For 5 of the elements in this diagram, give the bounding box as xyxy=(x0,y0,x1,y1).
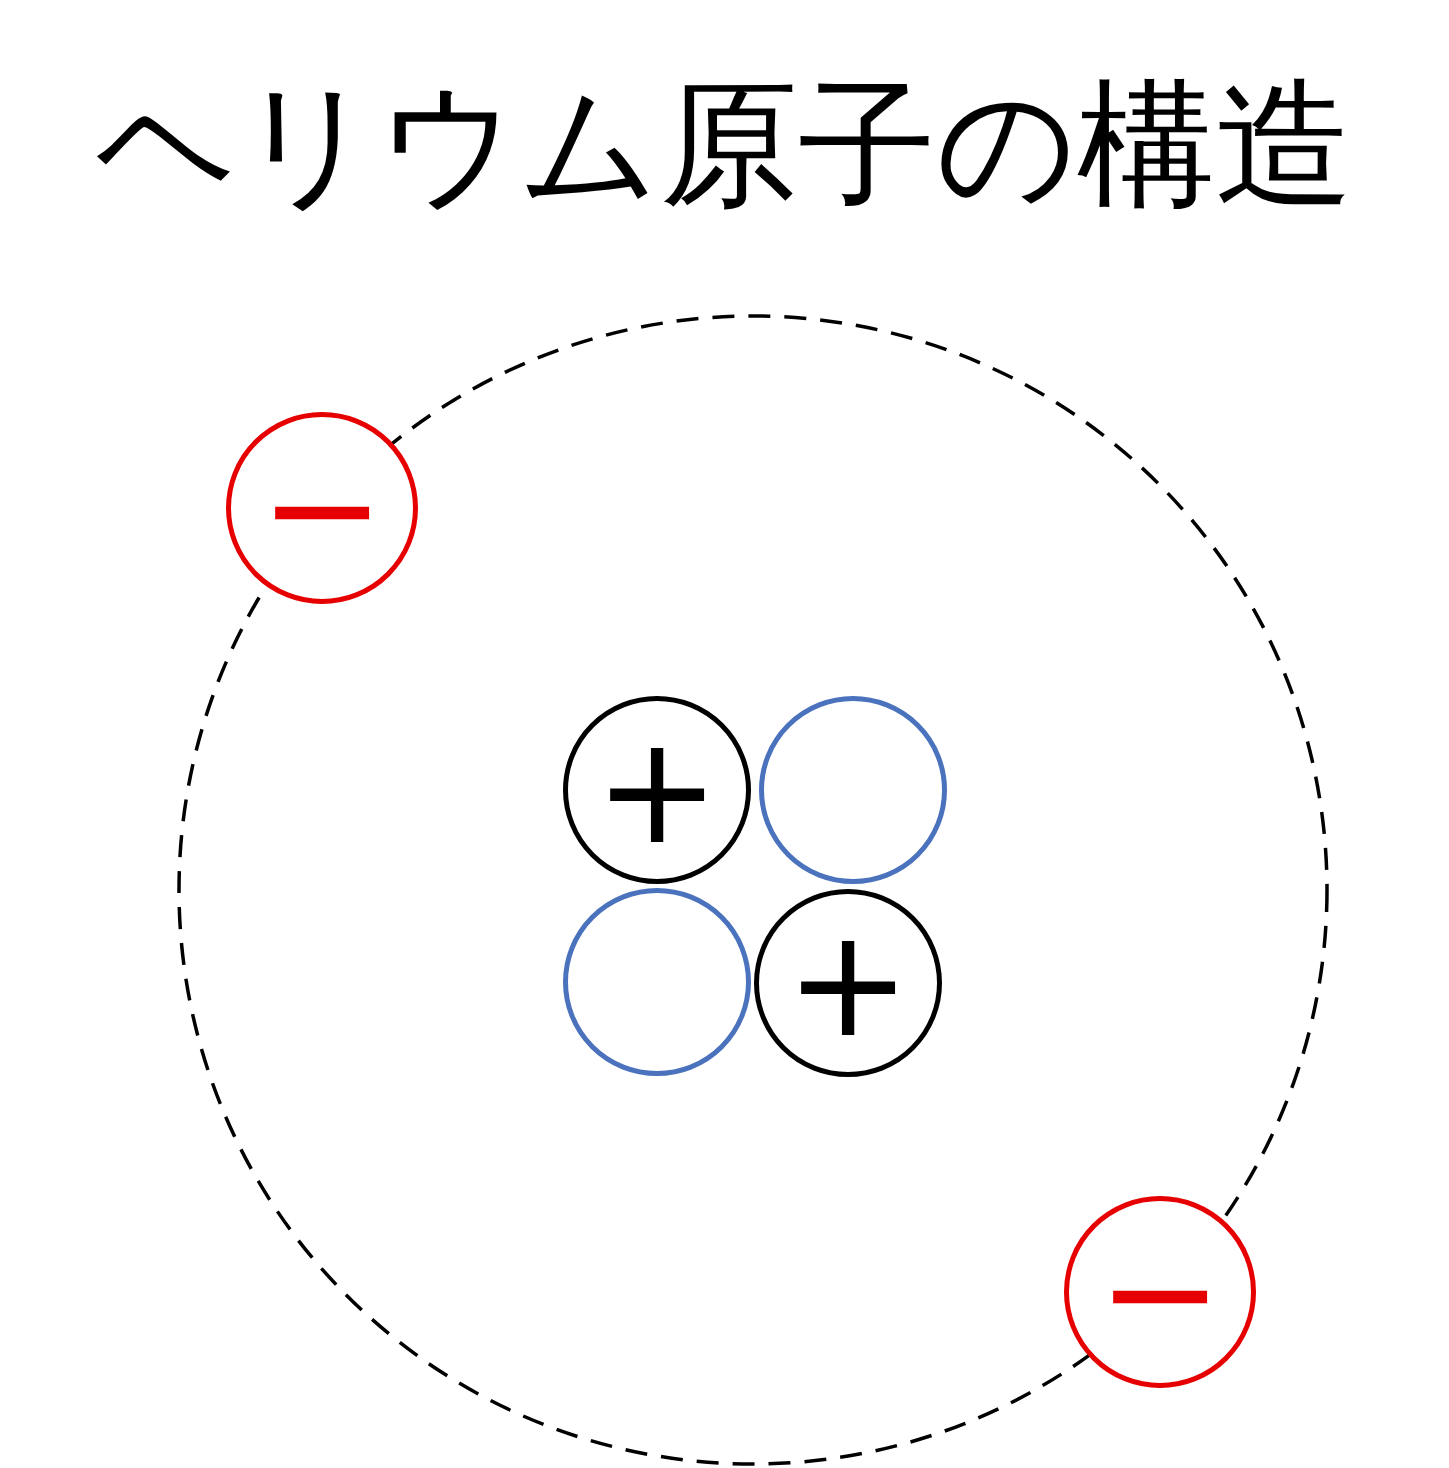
plus-sign: + xyxy=(785,908,911,1058)
minus-sign: − xyxy=(1097,1217,1223,1367)
plus-sign: + xyxy=(594,715,720,865)
title: ヘリウム原子の構造 xyxy=(95,63,1354,227)
minus-sign: − xyxy=(259,433,385,583)
